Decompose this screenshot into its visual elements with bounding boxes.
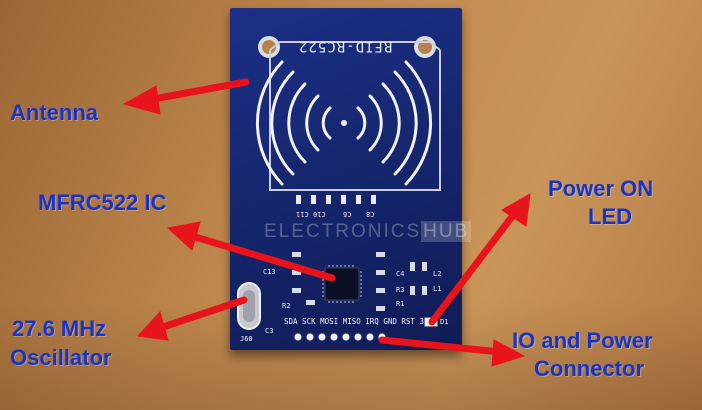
silk-l1: L1 xyxy=(433,285,442,293)
label-connector-1: IO and Power xyxy=(512,328,653,353)
label-oscillator-2: Oscillator xyxy=(10,345,112,370)
antenna-arrow xyxy=(144,78,250,104)
label-connector-2: Connector xyxy=(534,356,644,381)
pin-labels: SDA SCK MOSI MISO IRQ GND RST 3.3V xyxy=(284,317,438,326)
antenna-arcs xyxy=(255,60,433,186)
silk-d1: D1 xyxy=(440,318,449,326)
label-power-led-2: LED xyxy=(588,204,632,229)
silk-j60: J60 xyxy=(240,335,253,343)
silk-r2: R2 xyxy=(282,302,291,310)
ic-arrow xyxy=(188,232,336,282)
silk-r1: R1 xyxy=(396,300,405,308)
label-oscillator-1: 27.6 MHz xyxy=(12,316,107,341)
watermark-main: ELECTRONICS xyxy=(264,221,422,242)
label-ic: MFRC522 IC xyxy=(38,190,167,215)
connector-arrow xyxy=(378,336,504,356)
silk-l2: L2 xyxy=(433,270,442,278)
label-antenna: Antenna xyxy=(10,100,98,125)
power-led-arrow xyxy=(428,210,518,326)
silk-c13: C13 xyxy=(263,268,276,276)
silk-c3: C3 xyxy=(265,327,274,335)
silk-c4: C4 xyxy=(396,270,405,278)
watermark-hub: HUB xyxy=(421,221,472,242)
label-power-led-1: Power ON xyxy=(548,176,654,201)
oscillator-arrow xyxy=(156,296,248,332)
silk-r3: R3 xyxy=(396,286,405,294)
